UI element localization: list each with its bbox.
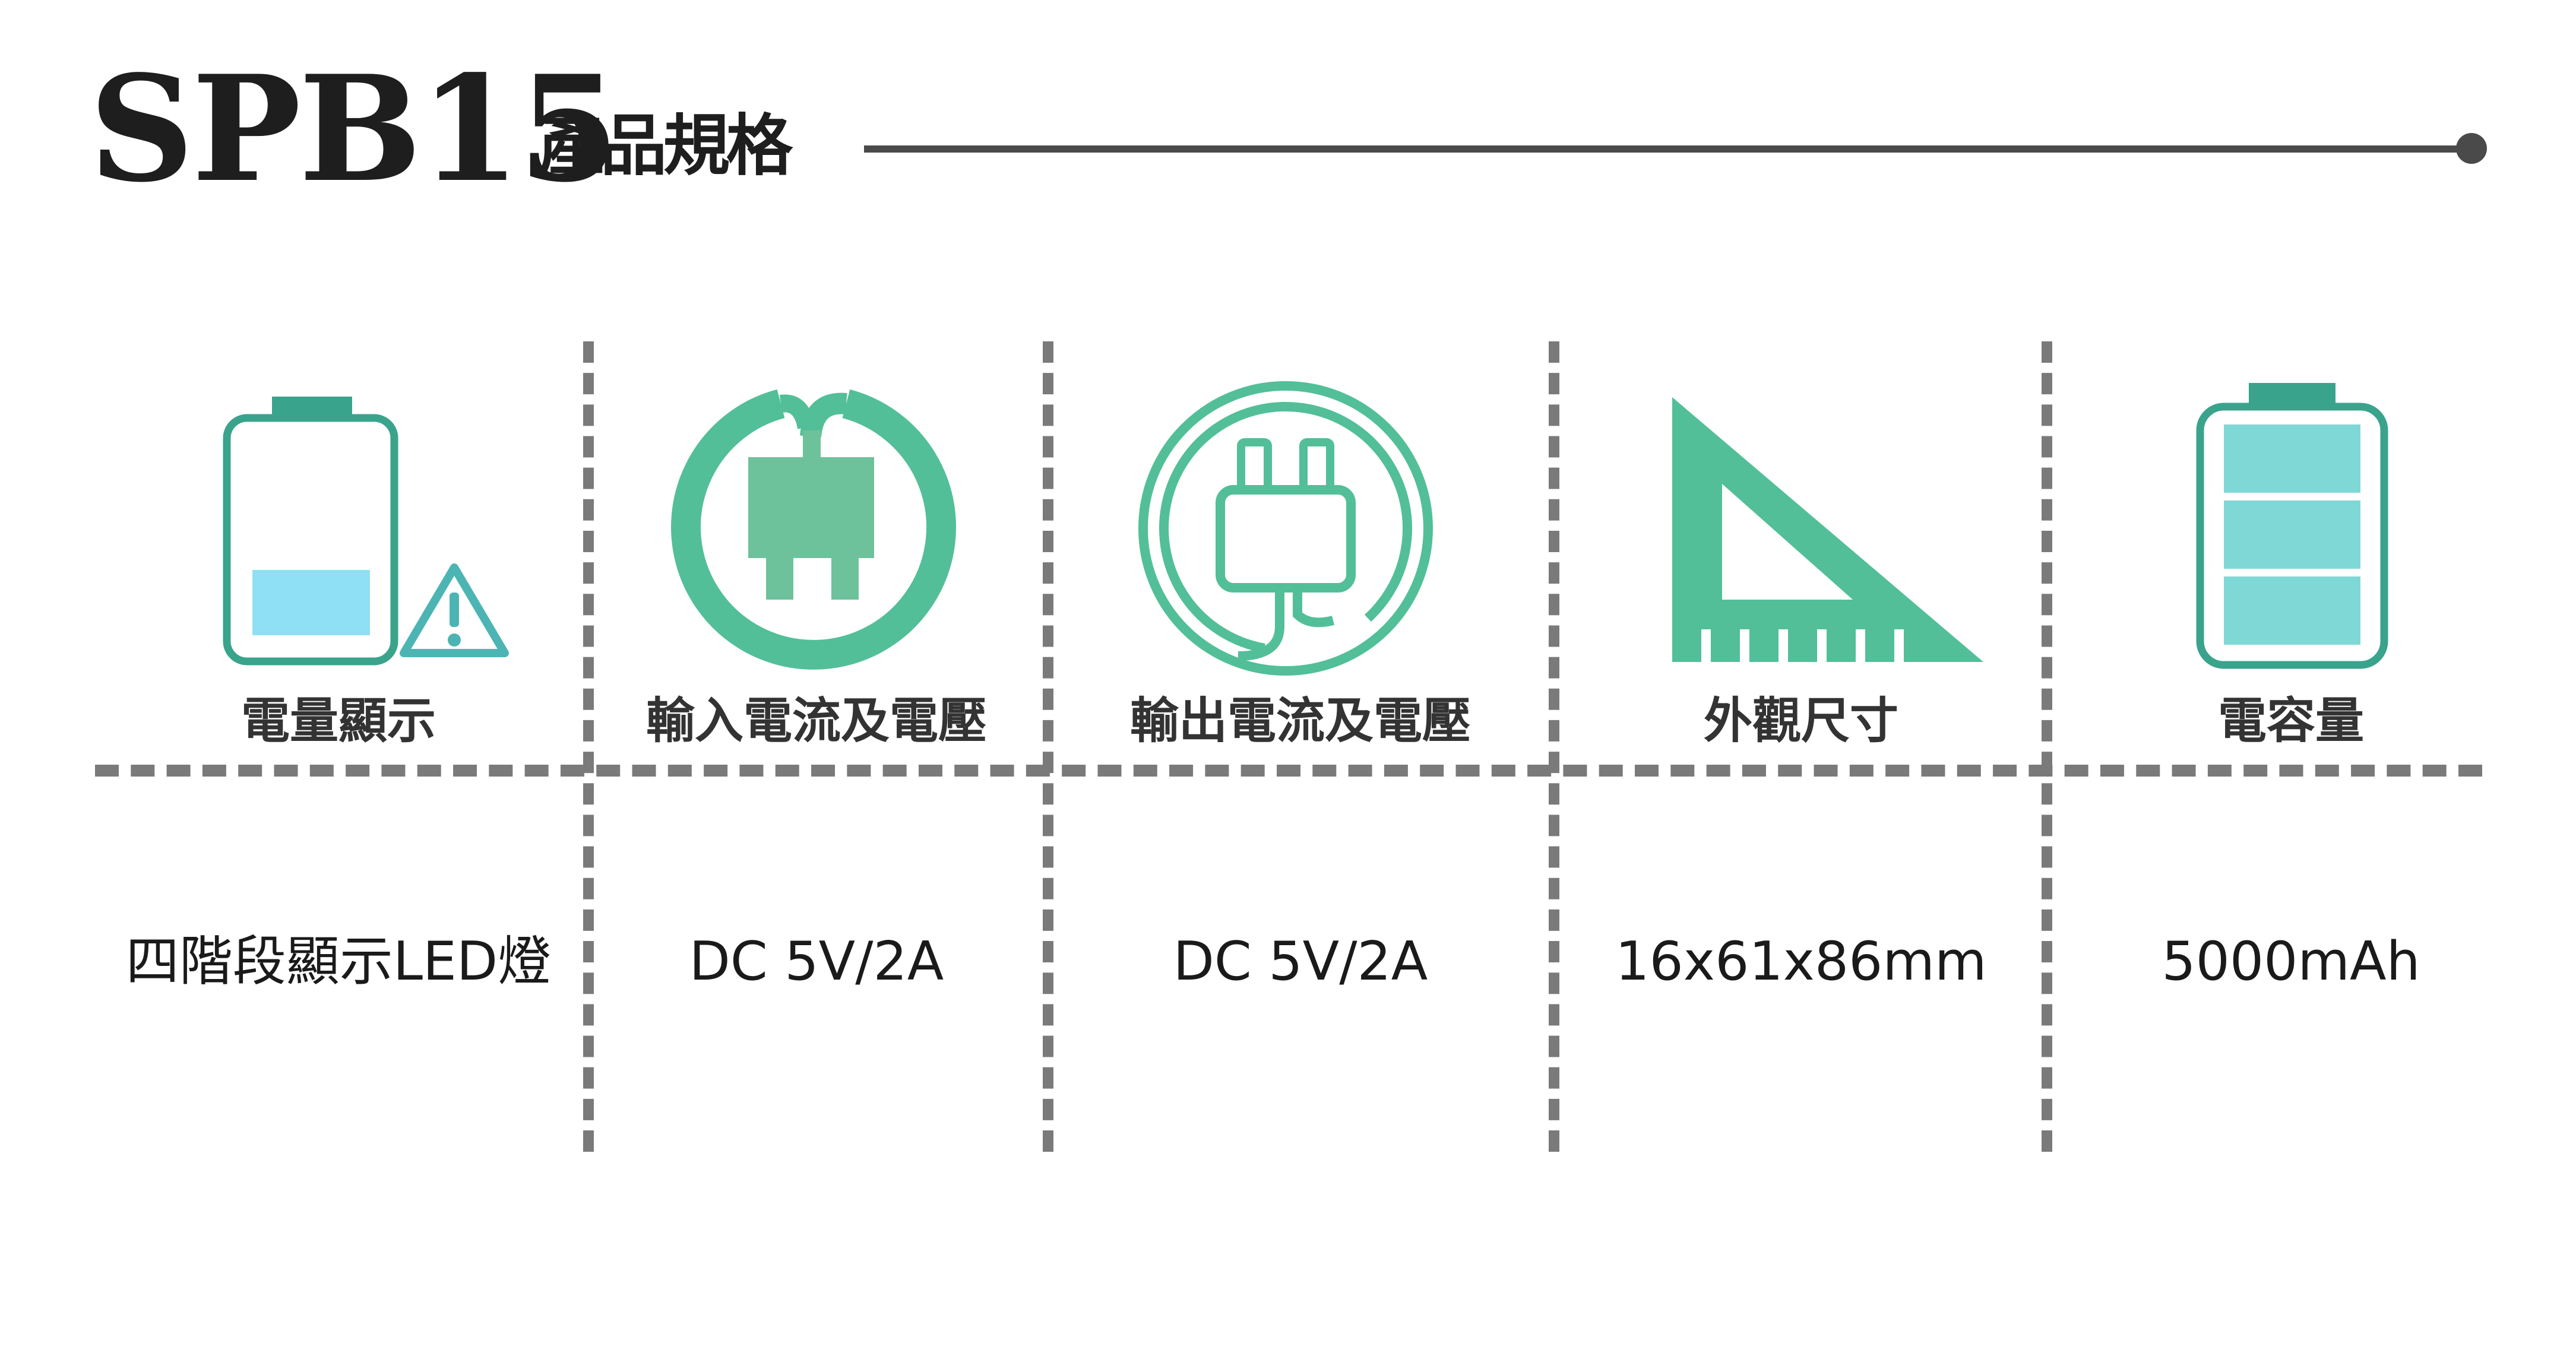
page-title: 產品規格 [537,107,793,185]
spec-value: 四階段顯示LED燈 [125,930,552,993]
spec-label: 外觀尺寸 [1703,693,1898,749]
header-divider-dot [2456,133,2487,164]
battery-full-icon [2196,383,2388,669]
header-divider-line [864,145,2467,153]
battery-warning-icon [223,397,509,666]
column-divider [2042,341,2052,1152]
power-plug-circle-icon [671,389,956,670]
column-divider [1549,341,1559,1152]
spec-value: DC 5V/2A [689,930,944,993]
plug-cable-icon [1138,381,1433,676]
column-divider [1043,341,1053,1152]
triangle-ruler-icon [1672,397,1983,662]
row-divider [95,765,2482,777]
column-divider [583,341,594,1152]
spec-value: DC 5V/2A [1173,930,1428,993]
spec-label: 電量顯示 [240,693,436,749]
spec-value: 16x61x86mm [1615,930,1987,993]
spec-label: 電容量 [2217,693,2364,749]
spec-label: 輸入電流及電壓 [645,693,987,749]
spec-label: 輸出電流及電壓 [1129,693,1471,749]
spec-value: 5000mAh [2162,930,2420,993]
product-model: SPB15 [89,43,619,214]
